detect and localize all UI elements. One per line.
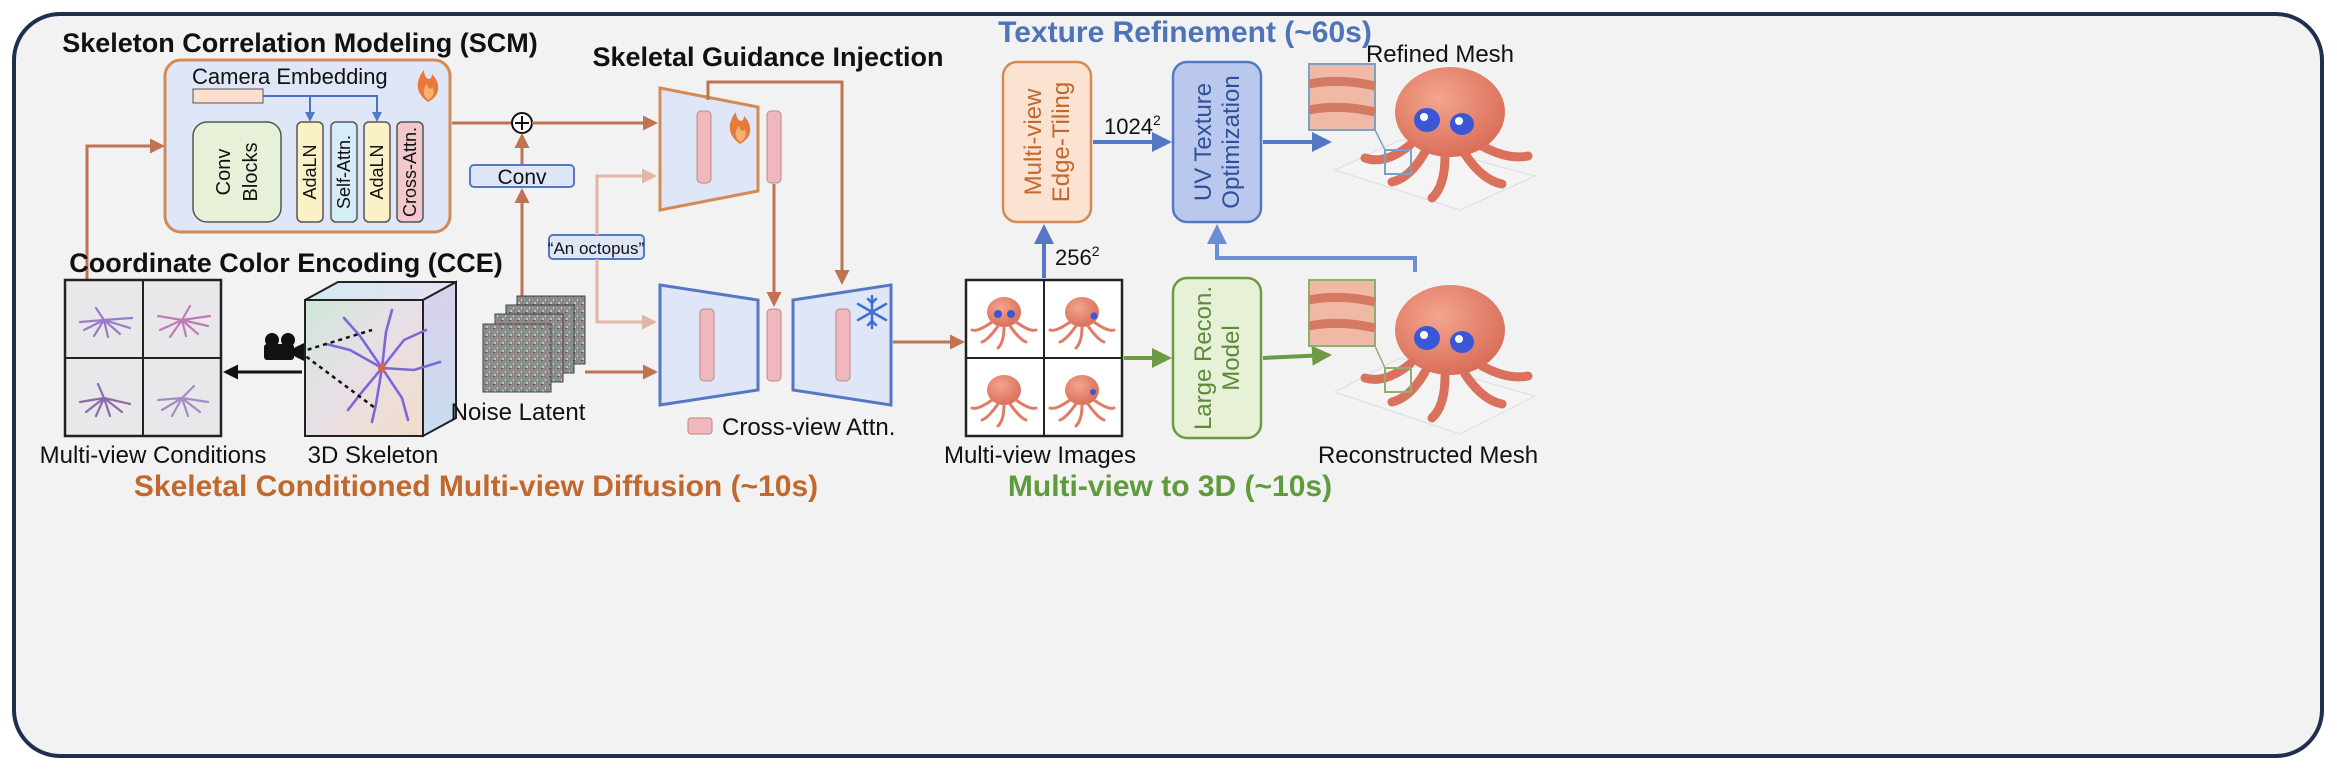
res-256-label: 2562 xyxy=(1055,243,1100,270)
unet-decoder-attn-bar xyxy=(835,308,851,382)
uv-optimization-box xyxy=(1171,60,1263,224)
legend-cross-view-label: Cross-view Attn. xyxy=(722,414,895,441)
adaln-label-2: AdaLN xyxy=(367,144,387,199)
edge-tiling-label-2: Edge-Tiling xyxy=(1048,82,1075,203)
mv3d-title: Multi-view to 3D (~10s) xyxy=(1008,470,1332,503)
prompt-label: “An octopus” xyxy=(548,239,645,258)
camera-embedding-bar xyxy=(192,88,264,104)
multi-view-conditions-grid xyxy=(63,278,223,438)
outer-frame xyxy=(12,12,2324,758)
skeleton-cube xyxy=(299,280,457,438)
noise-latent-label: Noise Latent xyxy=(451,399,586,426)
edge-tiling-box xyxy=(1001,60,1093,224)
skeleton-3d-label: 3D Skeleton xyxy=(308,442,439,469)
encoder-attn-bar xyxy=(696,110,712,184)
stage1-title: Skeletal Conditioned Multi-view Diffusio… xyxy=(134,470,818,503)
video-camera-icon xyxy=(264,333,304,361)
self-attn-block xyxy=(330,121,358,223)
cross-attn-block xyxy=(396,121,424,223)
adaln-label-1: AdaLN xyxy=(300,144,320,199)
refined-mesh-render xyxy=(1308,63,1537,211)
cce-title: Coordinate Color Encoding (CCE) xyxy=(69,248,502,278)
refined-mesh-label: Refined Mesh xyxy=(1366,41,1514,68)
lrm-box xyxy=(1171,276,1263,440)
adaln-block-2 xyxy=(363,121,391,223)
lrm-label-2: Model xyxy=(1218,325,1245,390)
conv-blocks xyxy=(192,121,282,223)
injection-title: Skeletal Guidance Injection xyxy=(592,42,943,72)
snowflake-icon xyxy=(856,294,888,330)
conv-blocks-label-1: Conv xyxy=(213,149,235,196)
self-attn-label: Self-Attn. xyxy=(334,135,354,209)
lrm-label-1: Large Recon. xyxy=(1190,286,1217,430)
res-1024-label: 10242 xyxy=(1104,112,1161,139)
reconstructed-mesh-label: Reconstructed Mesh xyxy=(1318,442,1538,469)
uv-label-1: UV Texture xyxy=(1190,83,1217,201)
noise-latent-stack xyxy=(482,295,586,393)
encoder-mid-bar xyxy=(766,110,782,184)
camera-embedding-label: Camera Embedding xyxy=(192,64,388,89)
adaln-block-1 xyxy=(296,121,324,223)
recon-to-uv-arrow xyxy=(1207,224,1417,272)
cross-attn-label: Cross-Attn. xyxy=(400,127,420,217)
unet-mid-attn-bar xyxy=(766,308,782,382)
conditions-to-scm-arrow xyxy=(85,138,165,280)
prompt-to-unet-arrow xyxy=(595,259,657,330)
multi-view-conditions-label: Multi-view Conditions xyxy=(40,442,267,469)
encoder-flame-icon xyxy=(729,112,751,144)
conv-box xyxy=(469,164,575,188)
reconstructed-mesh-render xyxy=(1308,279,1537,435)
unet-encoder-attn-bar xyxy=(699,308,715,382)
legend-cross-view-swatch xyxy=(687,417,713,435)
edge-tiling-label-1: Multi-view xyxy=(1020,88,1047,195)
scm-title: Skeleton Correlation Modeling (SCM) xyxy=(62,28,538,58)
uv-label-2: Optimization xyxy=(1218,75,1245,208)
flame-icon xyxy=(417,70,439,102)
prompt-to-encoder-arrow xyxy=(595,168,657,235)
lrm-to-recon-arrow xyxy=(1262,345,1332,366)
multi-view-images-grid xyxy=(964,278,1124,438)
encoder-to-decoder-arrow xyxy=(706,80,850,285)
texture-title: Texture Refinement (~60s) xyxy=(998,16,1372,49)
plus-node xyxy=(511,112,533,134)
multi-view-images-label: Multi-view Images xyxy=(944,442,1136,469)
conv-blocks-label-2: Blocks xyxy=(240,143,262,202)
conv-label: Conv xyxy=(497,166,547,189)
camera-embedding-arrow-2 xyxy=(310,95,382,122)
